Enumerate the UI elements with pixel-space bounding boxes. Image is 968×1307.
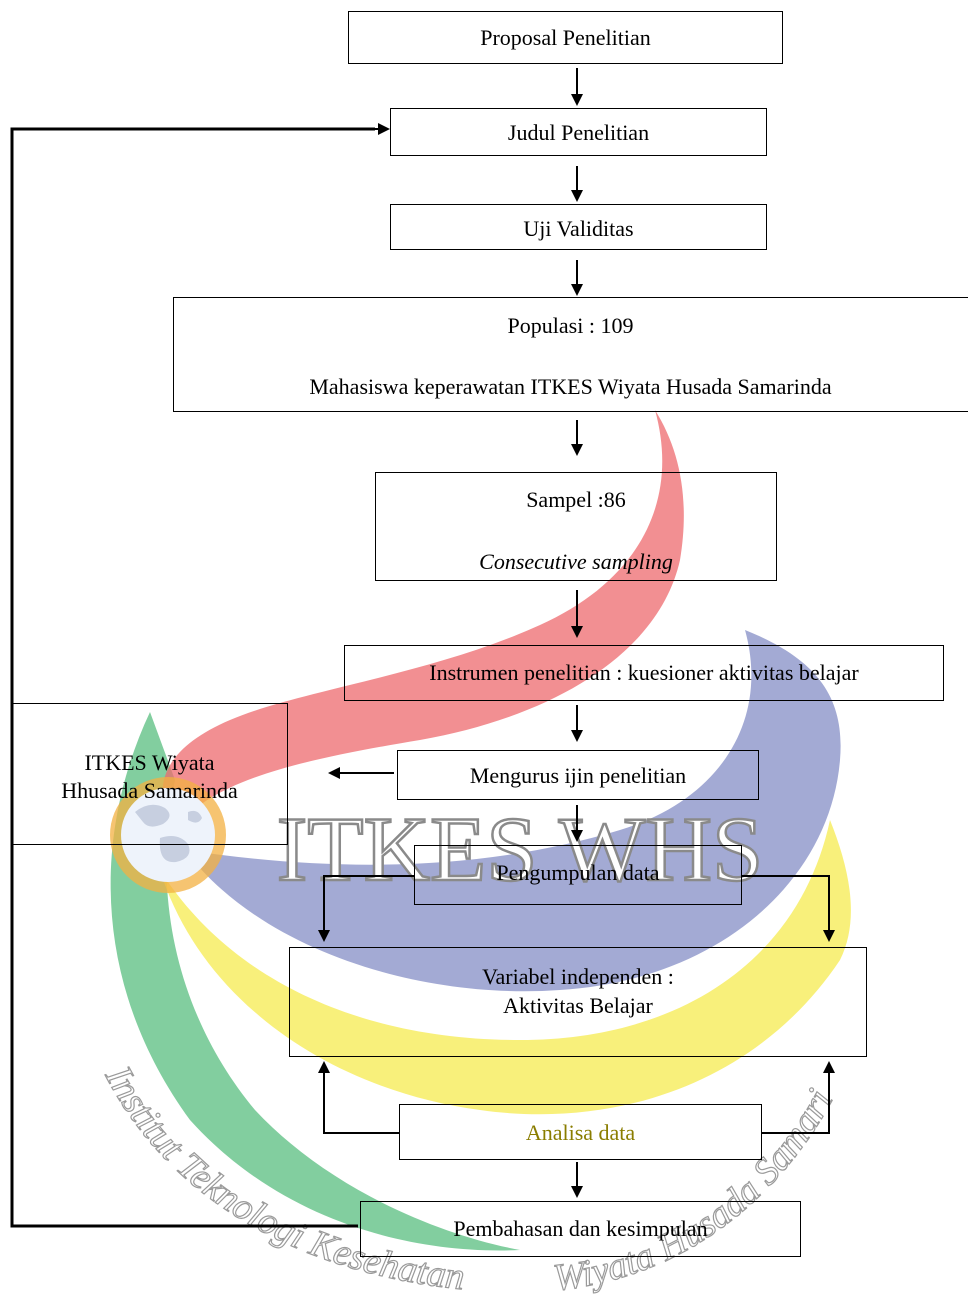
pengumpulan-box [414,845,742,905]
itkes-box [11,703,288,845]
populasi-line1: Populasi : 109 [507,313,634,338]
pengumpulan-label: Pengumpulan data [496,860,660,885]
arrow-analisa-variabel-left [318,1061,399,1134]
analisa-box [399,1104,762,1160]
ijin-box [397,750,759,800]
uji-label: Uji Validitas [523,216,634,241]
uji-box [390,204,767,250]
watermark-title: ITKES WHS [277,798,763,900]
proposal-box [348,11,783,64]
judul-box [390,108,767,156]
instrumen-box [344,645,944,701]
populasi-box [173,297,968,412]
variabel-box [289,947,867,1057]
variabel-line2: Aktivitas Belajar [503,993,653,1018]
sampel-box [375,472,777,581]
sampel-line1: Sampel :86 [526,487,626,512]
pembahasan-label: Pembahasan dan kesimpulan [453,1216,708,1241]
ijin-label: Mengurus ijin penelitian [469,763,687,788]
pembahasan-box [360,1201,801,1257]
arrow-pengumpulan-variabel-right [742,875,835,942]
arrow-analisa-variabel-right [762,1061,835,1134]
feedback-loop-line [10,127,375,1228]
populasi-line2: Mahasiswa keperawatan ITKES Wiyata Husad… [309,374,832,399]
watermark-blue-swoosh [185,630,841,992]
watermark-red-swoosh [162,410,684,830]
sampel-line2: Consecutive sampling [479,549,673,574]
itkes-line1: ITKES Wiyata [84,750,215,775]
variabel-line1: Variabel independen : [482,964,674,989]
judul-label: Judul Penelitian [507,120,650,145]
arrow-pengumpulan-variabel-left [318,875,414,942]
analisa-label: Analisa data [525,1120,636,1145]
instrumen-label: Instrumen penelitian : kuesioner aktivit… [429,660,859,685]
watermark-globe-land [135,804,202,863]
proposal-label: Proposal Penelitian [480,25,651,50]
watermark-green-swoosh [110,712,520,1251]
itkes-line2: Hhusada Samarinda [61,778,238,803]
watermark-yellow-swoosh [160,820,851,1115]
